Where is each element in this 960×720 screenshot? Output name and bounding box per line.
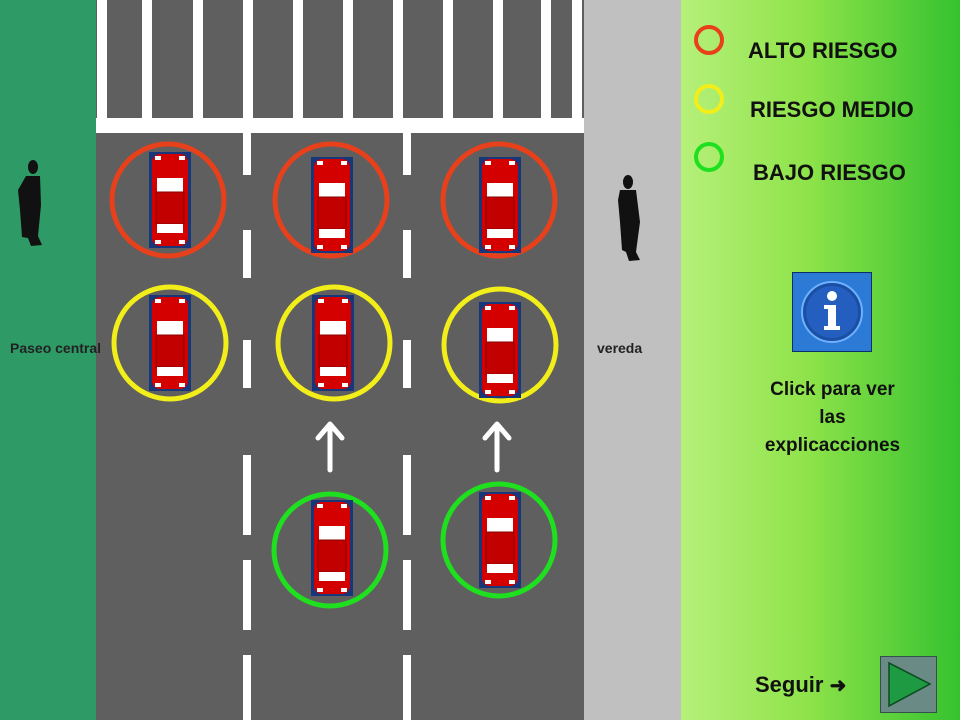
pedestrian-icon [18, 160, 42, 246]
arrow-up-icon [315, 421, 345, 473]
arrow-up-icon [482, 421, 512, 473]
lane-dashes [243, 133, 411, 720]
next-button[interactable] [880, 656, 937, 713]
car-low-risk[interactable] [440, 481, 558, 599]
medium-risk-ring-icon [694, 84, 724, 114]
car-high-risk[interactable] [272, 141, 390, 259]
info-icon [801, 281, 863, 343]
low-risk-ring-icon [694, 142, 724, 172]
info-button[interactable] [792, 272, 872, 352]
legend-high-risk: ALTO RIESGO [748, 38, 898, 63]
play-icon [888, 661, 932, 708]
info-caption-line: Click para ver [770, 379, 895, 400]
car-high-risk[interactable] [109, 141, 227, 259]
info-caption-line: explicacciones [764, 435, 901, 456]
arrow-right-icon: ➜ [829, 675, 847, 697]
next-label: Seguir [755, 672, 824, 697]
info-caption-line: las [819, 407, 846, 428]
legend-panel [681, 0, 960, 720]
car-medium-risk[interactable] [275, 284, 393, 402]
car-medium-risk[interactable] [441, 286, 559, 404]
median-strip [0, 0, 96, 720]
sidewalk-label: vereda [597, 340, 643, 356]
car-high-risk[interactable] [440, 141, 558, 259]
sidewalk [584, 0, 681, 720]
legend-medium-risk: RIESGO MEDIO [750, 97, 914, 122]
info-caption[interactable]: Click para ver las explicacciones [735, 376, 930, 460]
legend-low-risk: BAJO RIESGO [753, 160, 906, 185]
pedestrian-icon [618, 175, 640, 261]
car-low-risk[interactable] [271, 491, 389, 609]
stop-line [96, 118, 584, 133]
high-risk-ring-icon [694, 25, 724, 55]
median-label: Paseo central [10, 340, 102, 356]
crosswalk [96, 0, 584, 133]
car-medium-risk[interactable] [111, 284, 229, 402]
next-link[interactable]: Seguir ➜ [755, 672, 846, 698]
